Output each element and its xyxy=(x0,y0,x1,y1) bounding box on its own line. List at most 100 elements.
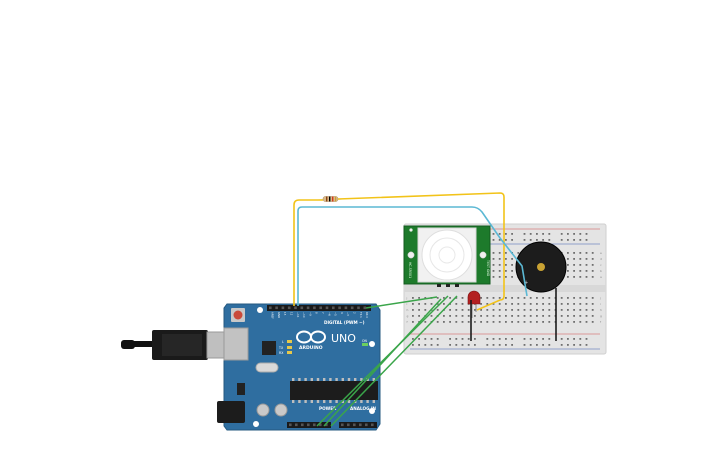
terminal-hole[interactable] xyxy=(436,303,439,305)
power-pin-socket[interactable] xyxy=(289,423,292,427)
analog-pin-socket[interactable] xyxy=(341,423,344,427)
terminal-hole[interactable] xyxy=(548,321,551,323)
terminal-hole[interactable] xyxy=(498,309,501,311)
terminal-hole[interactable] xyxy=(486,321,489,323)
rail-hole[interactable] xyxy=(573,233,575,235)
power-pin-socket[interactable] xyxy=(301,423,304,427)
terminal-hole[interactable] xyxy=(573,258,575,260)
terminal-hole[interactable] xyxy=(505,303,507,305)
rail-hole[interactable] xyxy=(430,344,433,346)
terminal-hole[interactable] xyxy=(529,309,532,311)
rail-hole[interactable] xyxy=(585,338,588,340)
rail-hole[interactable] xyxy=(492,233,495,235)
terminal-hole[interactable] xyxy=(498,270,501,272)
terminal-hole[interactable] xyxy=(424,309,427,311)
digital-pin-socket[interactable] xyxy=(275,306,278,310)
terminal-hole[interactable] xyxy=(505,315,507,317)
terminal-hole[interactable] xyxy=(412,321,414,323)
terminal-hole[interactable] xyxy=(591,321,594,323)
rail-hole[interactable] xyxy=(536,344,538,346)
rail-hole[interactable] xyxy=(529,338,532,340)
rail-hole[interactable] xyxy=(536,239,538,241)
pir-pin-out[interactable] xyxy=(446,284,450,287)
digital-pin-socket[interactable] xyxy=(332,306,335,310)
terminal-hole[interactable] xyxy=(567,258,569,260)
rail-hole[interactable] xyxy=(529,233,532,235)
analog-pin-socket[interactable] xyxy=(353,423,356,427)
terminal-hole[interactable] xyxy=(474,321,476,323)
terminal-hole[interactable] xyxy=(591,276,594,278)
analog-pin-socket[interactable] xyxy=(371,423,374,427)
wire-yellow-arduino-to-resistor[interactable] xyxy=(293,199,323,306)
terminal-hole[interactable] xyxy=(505,276,507,278)
rail-hole[interactable] xyxy=(492,344,495,346)
terminal-hole[interactable] xyxy=(591,252,594,254)
terminal-hole[interactable] xyxy=(591,309,594,311)
terminal-hole[interactable] xyxy=(573,303,575,305)
terminal-hole[interactable] xyxy=(517,303,520,305)
terminal-hole[interactable] xyxy=(536,309,538,311)
terminal-hole[interactable] xyxy=(536,315,538,317)
rail-hole[interactable] xyxy=(567,344,569,346)
terminal-hole[interactable] xyxy=(505,258,507,260)
rail-hole[interactable] xyxy=(542,233,544,235)
rail-hole[interactable] xyxy=(461,338,464,340)
terminal-hole[interactable] xyxy=(412,309,414,311)
terminal-hole[interactable] xyxy=(585,321,588,323)
terminal-hole[interactable] xyxy=(480,309,482,311)
rail-hole[interactable] xyxy=(486,344,489,346)
wire-cyan-arduino-to-buzzer[interactable] xyxy=(297,206,528,306)
rail-hole[interactable] xyxy=(536,233,538,235)
terminal-hole[interactable] xyxy=(517,309,520,311)
rail-hole[interactable] xyxy=(573,338,575,340)
rail-hole[interactable] xyxy=(486,338,489,340)
piezo-buzzer[interactable]: + xyxy=(515,241,567,341)
power-pin-socket[interactable] xyxy=(307,423,310,427)
terminal-hole[interactable] xyxy=(579,309,582,311)
rail-hole[interactable] xyxy=(529,239,532,241)
digital-pin-socket[interactable] xyxy=(344,306,348,310)
digital-pin-socket[interactable] xyxy=(306,306,310,310)
terminal-hole[interactable] xyxy=(542,303,544,305)
terminal-hole[interactable] xyxy=(424,321,427,323)
rail-hole[interactable] xyxy=(585,233,588,235)
rail-hole[interactable] xyxy=(567,233,569,235)
rail-hole[interactable] xyxy=(560,239,563,241)
terminal-hole[interactable] xyxy=(492,303,495,305)
terminal-hole[interactable] xyxy=(585,315,588,317)
rail-hole[interactable] xyxy=(461,344,464,346)
power-pin-socket[interactable] xyxy=(313,423,316,427)
terminal-hole[interactable] xyxy=(430,303,433,305)
terminal-hole[interactable] xyxy=(585,264,588,266)
digital-pin-socket[interactable] xyxy=(294,306,297,310)
terminal-hole[interactable] xyxy=(517,297,520,299)
wire-green-pir-gnd[interactable] xyxy=(323,298,442,427)
terminal-hole[interactable] xyxy=(424,303,427,305)
rail-hole[interactable] xyxy=(579,239,582,241)
rail-hole[interactable] xyxy=(498,239,501,241)
rail-hole[interactable] xyxy=(511,338,513,340)
wire-yellow-resistor-to-led[interactable] xyxy=(337,192,505,311)
terminal-hole[interactable] xyxy=(579,315,582,317)
terminal-hole[interactable] xyxy=(443,303,445,305)
terminal-hole[interactable] xyxy=(443,321,445,323)
terminal-hole[interactable] xyxy=(505,321,507,323)
terminal-hole[interactable] xyxy=(498,264,501,266)
rail-hole[interactable] xyxy=(436,338,439,340)
terminal-hole[interactable] xyxy=(579,303,582,305)
rail-hole[interactable] xyxy=(523,239,526,241)
terminal-hole[interactable] xyxy=(591,264,594,266)
terminal-hole[interactable] xyxy=(536,303,538,305)
terminal-hole[interactable] xyxy=(511,270,513,272)
rail-hole[interactable] xyxy=(505,239,507,241)
terminal-hole[interactable] xyxy=(505,264,507,266)
rail-hole[interactable] xyxy=(560,338,563,340)
terminal-hole[interactable] xyxy=(567,252,569,254)
terminal-hole[interactable] xyxy=(511,258,513,260)
rail-hole[interactable] xyxy=(412,344,414,346)
rail-hole[interactable] xyxy=(548,233,551,235)
terminal-hole[interactable] xyxy=(591,297,594,299)
terminal-hole[interactable] xyxy=(529,303,532,305)
terminal-hole[interactable] xyxy=(480,321,482,323)
